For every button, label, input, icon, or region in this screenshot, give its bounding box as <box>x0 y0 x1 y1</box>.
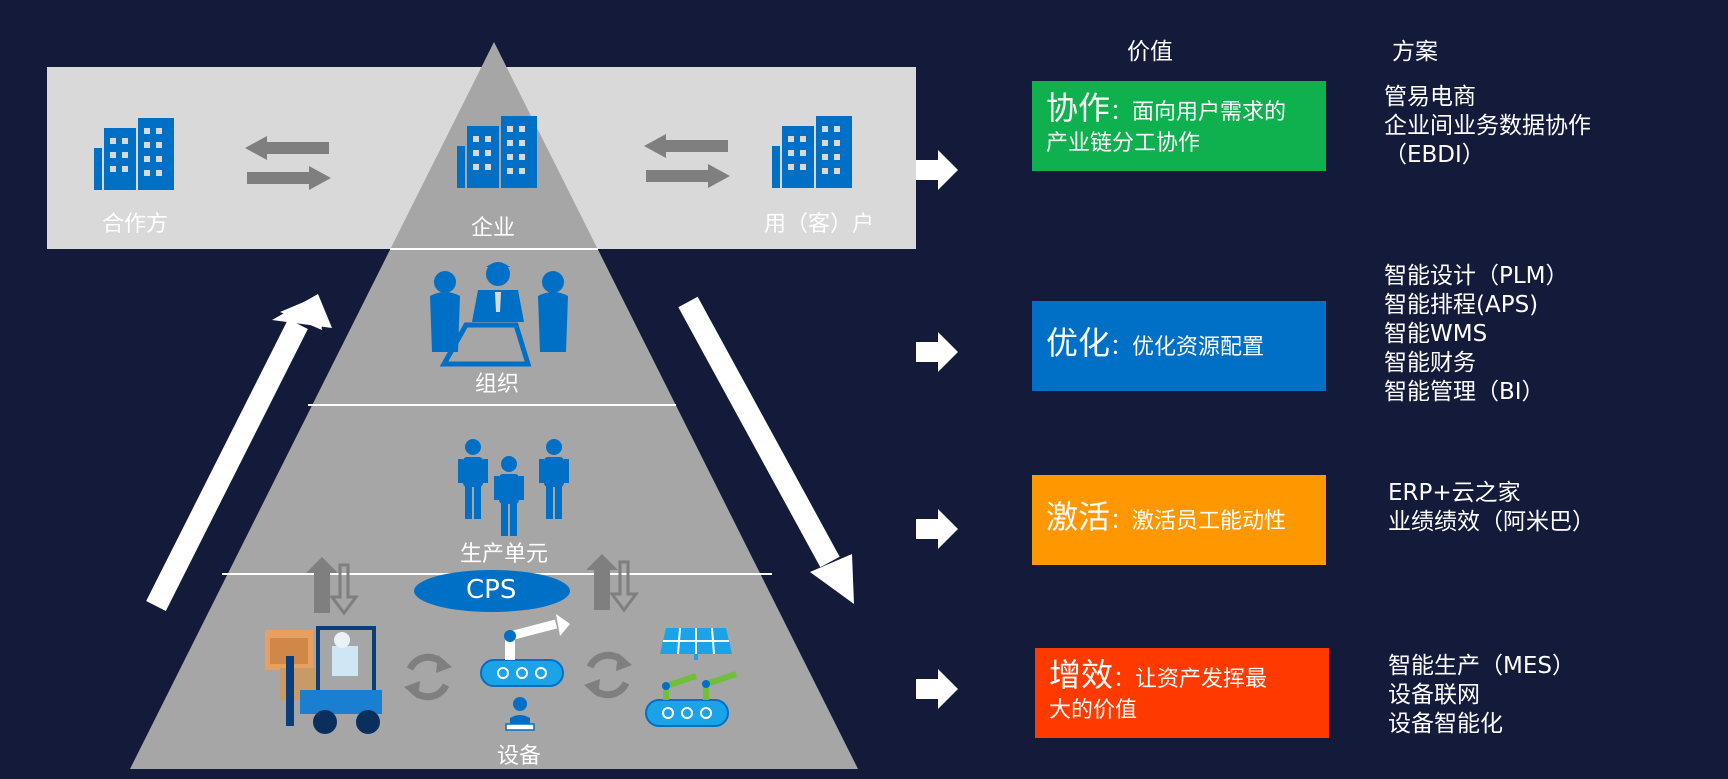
device-label: 设备 <box>497 744 542 769</box>
value-key: 优化 <box>1046 324 1111 362</box>
building-icon <box>457 116 537 188</box>
solution-list-collaboration: 管易电商 企业间业务数据协作 （EBDI） <box>1384 83 1591 170</box>
operator-icon <box>505 697 535 731</box>
customer-label: 用（客）户 <box>764 212 875 237</box>
solution-item: 智能设计（PLM） <box>1384 263 1569 289</box>
value-column-header: 价值 <box>1127 39 1173 65</box>
solution-item: 业绩绩效（阿米巴） <box>1388 509 1595 535</box>
value-key: 激活 <box>1046 498 1111 536</box>
solution-list-activation: ERP+云之家 业绩绩效（阿米巴） <box>1388 479 1595 537</box>
solution-list-optimization: 智能设计（PLM） 智能排程(APS) 智能WMS 智能财务 智能管理（BI） <box>1384 262 1569 407</box>
value-key: 增效 <box>1049 655 1114 694</box>
partner-label: 合作方 <box>102 212 169 237</box>
enterprise-label: 企业 <box>471 216 516 241</box>
value-desc: 大的价值 <box>1049 697 1138 723</box>
meeting-icon <box>430 262 568 367</box>
value-desc: 产业链分工协作 <box>1046 130 1201 156</box>
solution-list-efficiency: 智能生产（MES） 设备联网 设备智能化 <box>1388 652 1575 739</box>
solution-item: 智能生产（MES） <box>1388 653 1575 679</box>
value-desc: 激活员工能动性 <box>1132 509 1287 534</box>
value-box-efficiency: 增效：让资产发挥最 大的价值 <box>1035 648 1329 738</box>
value-sep: ： <box>1113 666 1136 692</box>
value-sep: ： <box>1110 99 1133 125</box>
cps-ellipse <box>414 570 570 612</box>
value-desc: 面向用户需求的 <box>1132 99 1287 125</box>
solution-column-header: 方案 <box>1392 39 1438 65</box>
value-box-collaboration: 协作：面向用户需求的 产业链分工协作 <box>1032 81 1326 171</box>
up-arrow-icon <box>146 294 332 611</box>
value-desc: 优化资源配置 <box>1132 335 1265 360</box>
solution-item: 设备智能化 <box>1388 711 1503 737</box>
value-key: 协作 <box>1046 88 1111 127</box>
solution-item: 企业间业务数据协作 <box>1384 113 1591 139</box>
solution-item: 智能WMS <box>1384 321 1488 347</box>
value-box-activation: 激活：激活员工能动性 <box>1032 475 1326 565</box>
building-icon <box>772 116 852 188</box>
down-arrow-icon <box>678 296 854 604</box>
right-arrow-icon <box>916 509 958 549</box>
solution-item: 智能排程(APS) <box>1384 292 1539 318</box>
value-sep: ： <box>1110 335 1133 360</box>
robot-arm-icon <box>480 614 570 687</box>
solution-item: 智能管理（BI） <box>1384 379 1545 405</box>
forklift-icon <box>265 626 382 734</box>
organization-label: 组织 <box>475 372 520 397</box>
solution-item: 管易电商 <box>1384 84 1476 110</box>
conveyor-robots-icon <box>645 671 737 727</box>
solution-item: ERP+云之家 <box>1388 480 1521 506</box>
cps-label: CPS <box>466 575 517 605</box>
building-icon <box>94 118 174 190</box>
right-arrow-icon <box>916 669 958 709</box>
value-desc: 让资产发挥最 <box>1135 666 1268 692</box>
right-arrow-icon <box>916 150 958 190</box>
production-unit-label: 生产单元 <box>460 542 549 567</box>
solution-item: 智能财务 <box>1384 350 1476 376</box>
solution-item: （EBDI） <box>1384 142 1485 168</box>
solar-panel-icon <box>660 627 732 660</box>
value-sep: ： <box>1110 509 1133 534</box>
solution-item: 设备联网 <box>1388 682 1480 708</box>
value-box-optimization: 优化：优化资源配置 <box>1032 301 1326 391</box>
right-arrow-icon <box>916 332 958 372</box>
